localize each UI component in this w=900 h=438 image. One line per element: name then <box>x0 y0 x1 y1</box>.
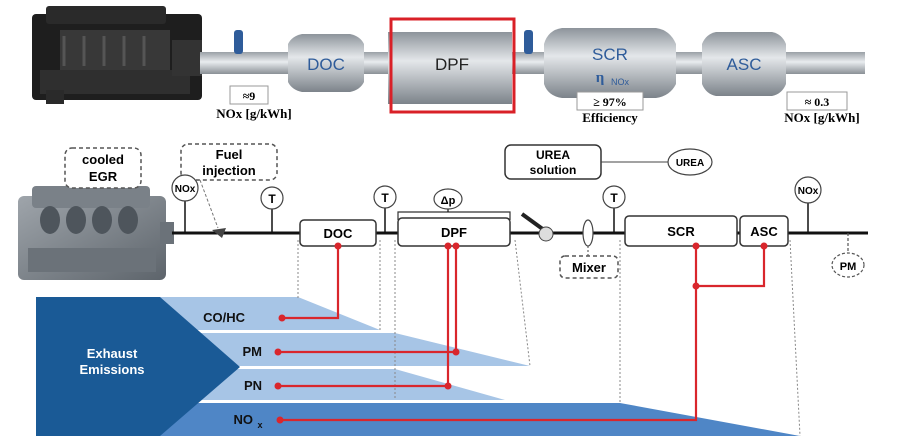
exhaust-pipe-top <box>200 52 865 74</box>
mixer-box <box>559 255 619 279</box>
doc-label: DOC <box>324 226 354 241</box>
emission-nox: NO <box>234 412 254 427</box>
emission-co-hc: CO/HC <box>203 310 246 325</box>
nox-sensor-outlet-label: NOx <box>798 186 819 197</box>
urea-solution-line1: UREA <box>536 148 570 162</box>
scr-eta-subscript: NOx <box>611 77 630 87</box>
nox-in-value: ≈9 <box>243 89 256 103</box>
mixer-icon <box>582 219 594 247</box>
doc-label-top: DOC <box>307 55 345 74</box>
nox-in-value-box <box>229 85 269 105</box>
fuel-injector-icon <box>212 228 226 238</box>
delta-p-sensor <box>433 188 463 210</box>
pn-band <box>160 369 505 400</box>
cooled-egr-line2: EGR <box>89 169 118 184</box>
dpf-label-top: DPF <box>435 55 469 74</box>
exhaust-emissions-block <box>36 297 240 436</box>
temp-sensor-3 <box>602 185 626 209</box>
nox-out-value-box <box>786 91 848 111</box>
nox-out-value: ≈ 0.3 <box>805 95 830 109</box>
temp-sensor-2 <box>373 185 397 209</box>
dpf-label: DPF <box>441 225 467 240</box>
scr-eta-symbol: η <box>596 70 605 86</box>
nox-in-label: NOx [g/kWh] <box>216 106 291 121</box>
system-schematic: cooled EGR Fuel injection NOx T DOC T Δp… <box>18 143 868 280</box>
nox-sensor-inlet-label: NOx <box>175 184 196 195</box>
temp-sensor-3-label: T <box>610 191 618 205</box>
dpf-highlight-box <box>389 17 516 114</box>
urea-injector <box>520 212 546 232</box>
co-hc-band <box>160 297 380 330</box>
temp-sensor-2-label: T <box>381 191 389 205</box>
guide-lines <box>297 239 801 437</box>
engine-icon-top <box>32 6 202 104</box>
delta-p-label: Δp <box>441 195 456 207</box>
fuel-injection-box <box>180 143 278 181</box>
nox-sensor-inlet <box>171 174 199 202</box>
emission-pm: PM <box>243 344 263 359</box>
fuel-injection-line2: injection <box>202 163 256 178</box>
urea-tank-label: UREA <box>676 158 704 169</box>
pm-band <box>160 333 530 366</box>
exhaust-emissions-title-1: Exhaust <box>87 346 138 361</box>
cooled-egr-box <box>64 147 142 189</box>
asc-label-top: ASC <box>727 55 762 74</box>
efficiency-value-box <box>576 91 644 111</box>
red-connector-dots <box>274 242 768 424</box>
temp-sensor-1 <box>260 186 284 210</box>
engine-icon-bottom <box>18 186 174 280</box>
sensor-probe-1 <box>234 30 243 54</box>
scr-box <box>624 215 738 247</box>
dpf-canister-top <box>388 32 512 104</box>
urea-solution-line2: solution <box>530 163 577 177</box>
mixer-label: Mixer <box>572 260 606 275</box>
exhaust-emissions-title-2: Emissions <box>79 362 144 377</box>
efficiency-label: Efficiency <box>582 110 638 125</box>
top-exhaust-line: DOC DPF SCR η NOx ASC ≈9 NOx [g/kWh] ≥ 9… <box>32 6 865 125</box>
pm-sensor-label: PM <box>840 261 857 273</box>
doc-canister-top <box>288 34 364 92</box>
urea-spray-icon <box>538 226 554 242</box>
nox-out-label: NOx [g/kWh] <box>784 110 859 125</box>
emissions-chart: Exhaust Emissions CO/HC PM PN NO x <box>36 297 800 436</box>
emission-pn: PN <box>244 378 262 393</box>
temp-sensor-1-label: T <box>268 192 276 206</box>
asc-label: ASC <box>750 224 778 239</box>
fuel-injection-line1: Fuel <box>216 147 243 162</box>
nox-sensor-outlet <box>794 176 822 204</box>
urea-tank <box>667 148 713 176</box>
cooled-egr-line1: cooled <box>82 152 124 167</box>
efficiency-value: ≥ 97% <box>593 95 627 109</box>
pm-sensor <box>831 252 865 278</box>
scr-canister-top <box>544 28 676 98</box>
emission-nox-subscript: x <box>257 420 262 430</box>
scr-label-top: SCR <box>592 45 628 64</box>
asc-canister-top <box>702 32 786 96</box>
sensor-probe-2 <box>524 30 533 54</box>
scr-label: SCR <box>667 224 695 239</box>
fuel-injection-leader <box>199 179 219 229</box>
